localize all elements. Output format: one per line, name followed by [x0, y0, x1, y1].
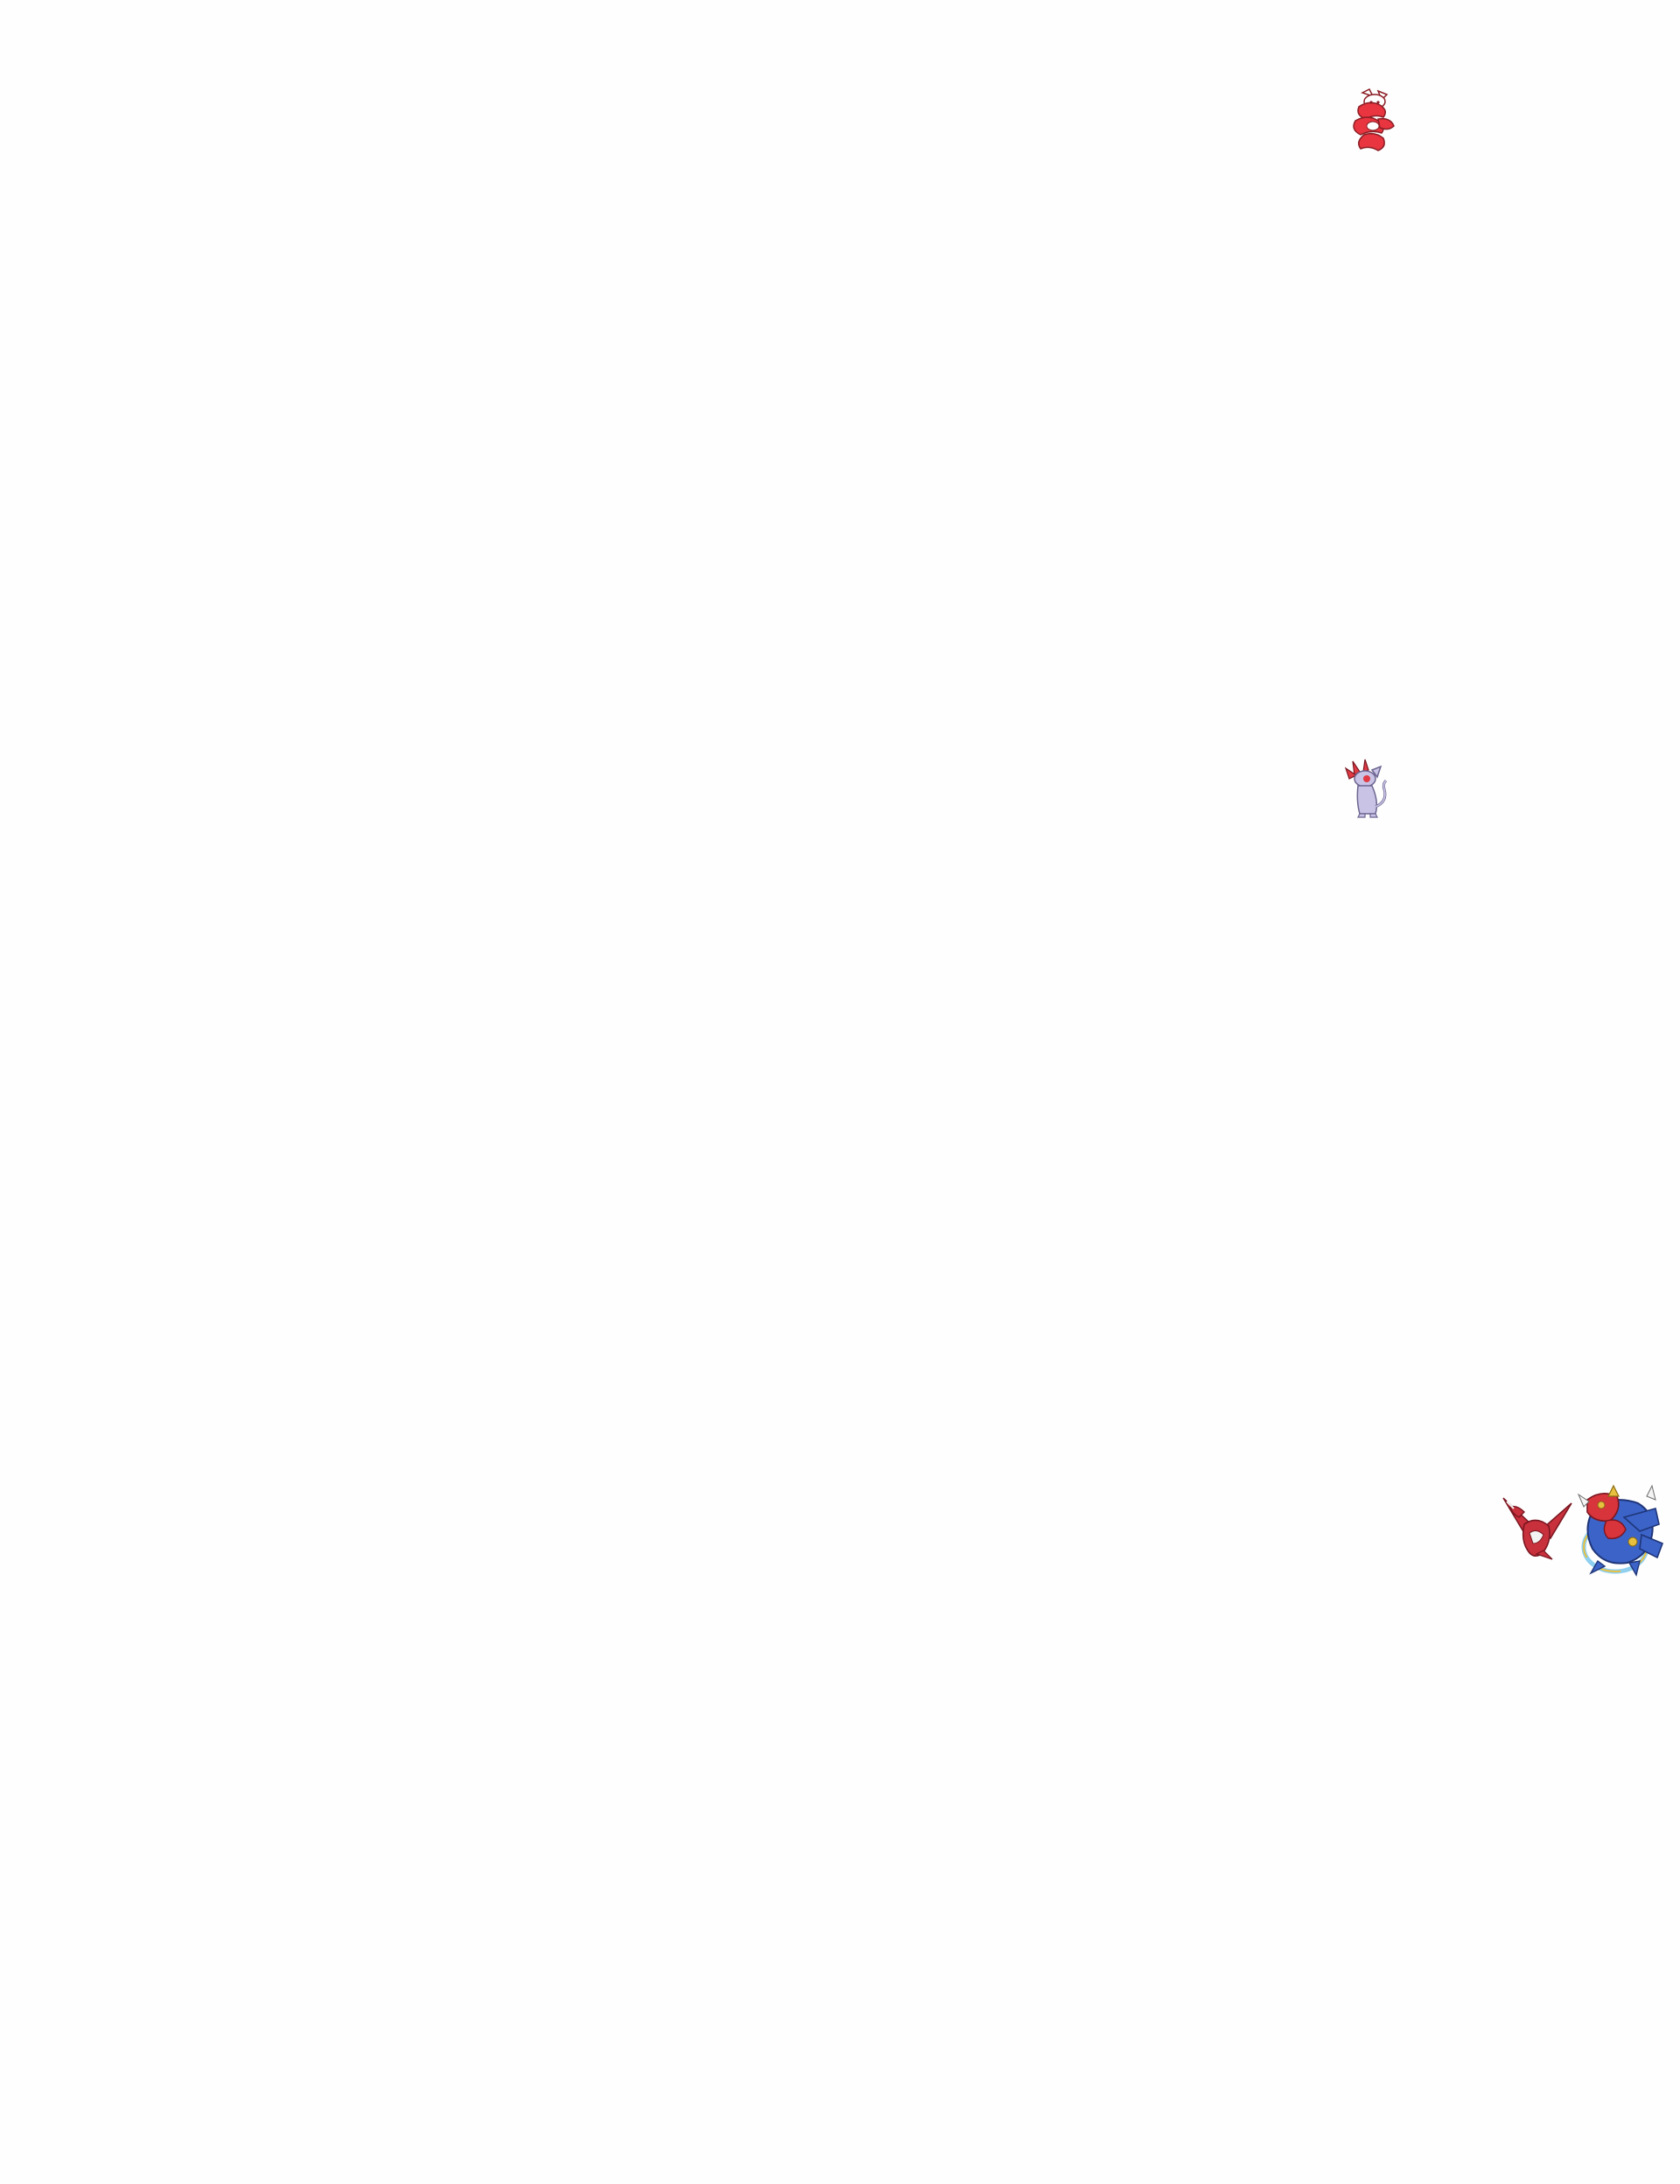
- red-white-fairy-sprite-icon: [1343, 88, 1404, 153]
- blue-armored-mech-sprite-icon: [1572, 1482, 1668, 1578]
- red-jet-dragon-sprite-icon: [1498, 1489, 1577, 1563]
- lavender-cat-red-crest-sprite-icon: [1339, 758, 1391, 819]
